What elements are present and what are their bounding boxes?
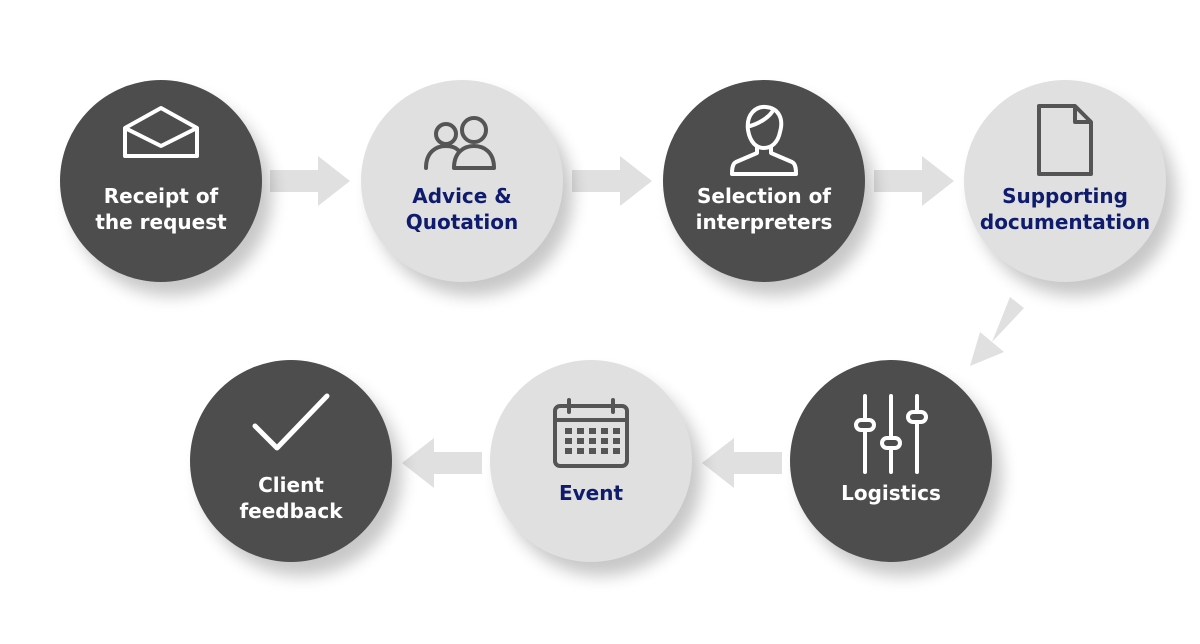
step-label: Event xyxy=(558,481,624,505)
step-label: Selection of interpreters xyxy=(695,184,833,234)
step-supporting-documentation: Supporting documentation xyxy=(964,80,1166,282)
step-label: Advice & Quotation xyxy=(405,184,519,234)
checkmark-icon xyxy=(252,393,330,451)
step-label: Client feedback xyxy=(239,473,343,523)
arrow-1-to-2 xyxy=(270,156,350,206)
step-logistics: Logistics xyxy=(790,360,992,562)
envelope-icon xyxy=(123,106,199,158)
step-selection-of-interpreters: Selection of interpreters xyxy=(663,80,865,282)
arrow-5-to-6 xyxy=(702,438,782,488)
users-icon xyxy=(424,116,496,170)
step-receipt-of-request: Receipt of the request xyxy=(60,80,262,282)
step-label: Receipt of the request xyxy=(95,184,227,234)
arrow-6-to-7 xyxy=(402,438,482,488)
sliders-icon xyxy=(854,394,928,474)
document-icon xyxy=(1037,104,1093,176)
step-label: Supporting documentation xyxy=(979,184,1151,234)
step-event: Event xyxy=(490,360,692,562)
arrow-4-to-5 xyxy=(970,297,1024,366)
calendar-icon xyxy=(553,398,629,468)
step-client-feedback: Client feedback xyxy=(190,360,392,562)
person-icon xyxy=(730,104,798,176)
arrow-3-to-4 xyxy=(874,156,954,206)
step-advice-quotation: Advice & Quotation xyxy=(361,80,563,282)
arrow-2-to-3 xyxy=(572,156,652,206)
step-label: Logistics xyxy=(841,481,941,505)
